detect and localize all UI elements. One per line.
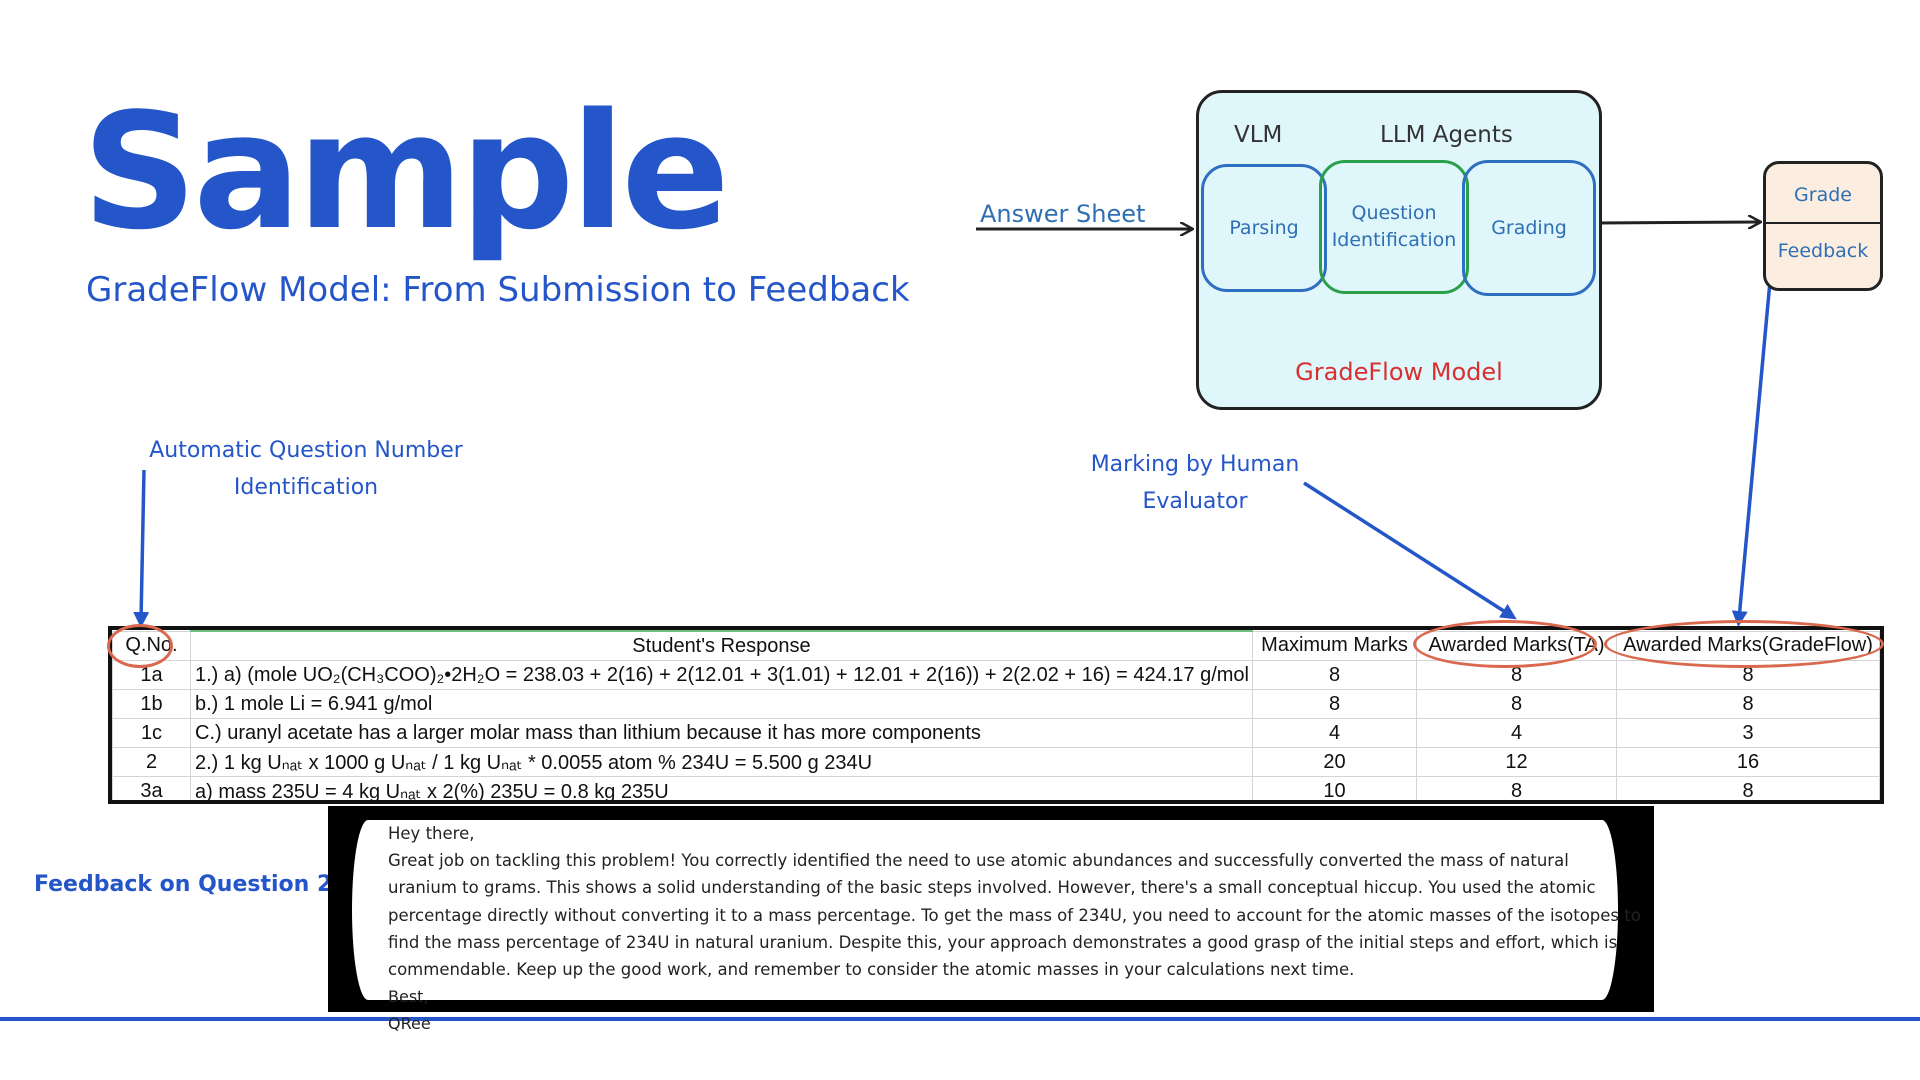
bottom-rule (0, 1017, 1920, 1021)
cell-max: 8 (1252, 689, 1417, 719)
cell-qno: 2 (112, 747, 191, 777)
qno-highlight-ring (107, 624, 173, 668)
output-divider (1766, 222, 1880, 224)
feedback-line: uranium to grams. This shows a solid und… (388, 878, 1596, 898)
stage-question-identification: Question Identification (1319, 160, 1469, 294)
feedback-line: find the mass percentage of 234U in natu… (388, 932, 1618, 952)
cell-response: 1.) a) (mole UO₂(CH₃COO)₂•2H₂O = 238.03 … (190, 660, 1253, 690)
feedback-frame (328, 806, 1654, 1012)
cell-response: 2.) 1 kg Uₙₐₜ x 1000 g Uₙₐₜ / 1 kg Uₙₐₜ … (190, 747, 1253, 777)
qnum-arrow (133, 469, 150, 628)
feedback-line: Hey there, (388, 824, 475, 843)
qnum-annotation-line2: Identification (233, 475, 379, 500)
llm-agents-header: LLM Agents (1380, 122, 1513, 148)
gradeflow-model-box (1196, 90, 1602, 410)
feedback-text: Hey there, Great job on tackling this pr… (388, 820, 1641, 983)
cell-response: b.) 1 mole Li = 6.941 g/mol (190, 689, 1253, 719)
human-arrow (1303, 481, 1517, 620)
table-row: 3a a) mass 235U = 4 kg Uₙₐₜ x 2(%) 235U … (112, 776, 1880, 800)
vlm-header: VLM (1234, 122, 1283, 148)
human-annotation-line2: Evaluator (1142, 489, 1248, 514)
header-max-marks: Maximum Marks (1252, 630, 1417, 661)
stage-parsing-label: Parsing (1229, 216, 1299, 239)
cell-ta: 4 (1416, 718, 1617, 748)
cell-response: a) mass 235U = 4 kg Uₙₐₜ x 2(%) 235U = 0… (190, 776, 1253, 800)
feedback-line: commendable. Keep up the good work, and … (388, 960, 1355, 980)
slide-subtitle: GradeFlow Model: From Submission to Feed… (86, 270, 910, 310)
table-row: 1a 1.) a) (mole UO₂(CH₃COO)₂•2H₂O = 238.… (112, 660, 1880, 690)
cell-qno: 3a (112, 776, 191, 800)
cell-gradeflow: 16 (1616, 747, 1880, 777)
cell-ta: 12 (1416, 747, 1617, 777)
output-box (1763, 161, 1883, 291)
human-annotation: Marking by Human Evaluator (1080, 446, 1310, 520)
stage-grading-label: Grading (1491, 216, 1567, 239)
stage-qid-line1: Question (1351, 202, 1437, 224)
slide-title: Sample (82, 78, 730, 265)
qnum-annotation-line1: Automatic Question Number (149, 438, 463, 463)
feedback-line: percentage directly without converting i… (388, 905, 1641, 925)
stage-grading: Grading (1462, 160, 1596, 296)
answer-sheet-label: Answer Sheet (980, 200, 1146, 228)
cell-gradeflow: 8 (1616, 776, 1880, 800)
cell-ta: 8 (1416, 689, 1617, 719)
cell-max: 4 (1252, 718, 1417, 748)
qnum-annotation: Automatic Question Number Identification (136, 432, 476, 506)
cell-max: 20 (1252, 747, 1417, 777)
cell-gradeflow: 8 (1616, 689, 1880, 719)
cell-max: 10 (1252, 776, 1417, 800)
feedback-signoff: Best, QRee (388, 983, 431, 1037)
feedback-line: QRee (388, 1014, 431, 1033)
stage-qid-line2: Identification (1331, 229, 1457, 251)
table-row: 2 2.) 1 kg Uₙₐₜ x 1000 g Uₙₐₜ / 1 kg Uₙₐ… (112, 747, 1880, 777)
table-row: 1b b.) 1 mole Li = 6.941 g/mol 8 8 8 (112, 689, 1880, 719)
cell-gradeflow: 3 (1616, 718, 1880, 748)
gradeflow-model-label: GradeFlow Model (1295, 358, 1503, 386)
output-feedback-label: Feedback (1777, 240, 1869, 262)
human-annotation-line1: Marking by Human (1090, 452, 1300, 477)
feedback-line: Great job on tackling this problem! You … (388, 851, 1569, 871)
cell-max: 8 (1252, 660, 1417, 690)
output-grade-label: Grade (1794, 184, 1852, 206)
cell-response: C.) uranyl acetate has a larger molar ma… (190, 718, 1253, 748)
feedback-label: Feedback on Question 2 (34, 872, 333, 897)
header-response: Student's Response (190, 630, 1253, 661)
feedback-line: Best, (388, 987, 429, 1006)
cell-ta: 8 (1416, 776, 1617, 800)
feedback-panel (352, 820, 1618, 1000)
gradeflow-highlight-ring (1604, 620, 1884, 668)
cell-qno: 1b (112, 689, 191, 719)
table-row: 1c C.) uranyl acetate has a larger molar… (112, 718, 1880, 748)
grades-table: Q.No. Student's Response Maximum Marks A… (108, 626, 1884, 804)
ta-highlight-ring (1413, 620, 1597, 668)
cell-qno: 1c (112, 718, 191, 748)
stage-parsing: Parsing (1201, 164, 1327, 292)
model-to-output-arrow (1597, 222, 1760, 223)
